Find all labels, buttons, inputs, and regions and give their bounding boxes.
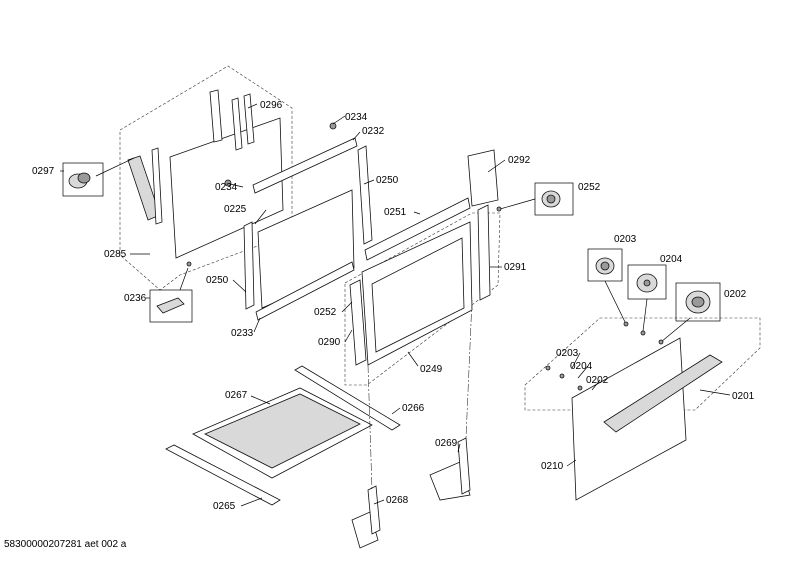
label-0285: 0285 — [104, 249, 127, 260]
glass-pane-0296 — [169, 117, 284, 259]
label-0234: 0234 — [345, 112, 368, 123]
label-0202: 0202 — [724, 289, 747, 300]
label-0232: 0232 — [362, 126, 385, 137]
door-inner-frame — [224, 122, 373, 321]
label-0225: 0225 — [224, 204, 247, 215]
label-0290: 0290 — [318, 337, 341, 348]
label-0269: 0269 — [435, 438, 458, 449]
knob-0202 — [685, 290, 711, 314]
clip-0297 — [68, 172, 91, 189]
label-0266: 0266 — [402, 403, 425, 414]
part-box-0297 — [62, 162, 104, 197]
label-0252: 0252 — [578, 182, 601, 193]
knob-0204 — [636, 273, 658, 293]
label-0236: 0236 — [124, 293, 147, 304]
label-0297: 0297 — [32, 166, 55, 177]
label-0203: 0203 — [614, 234, 637, 245]
louvre-strips — [127, 89, 255, 225]
label-0291: 0291 — [504, 262, 527, 273]
door-frame-outline — [344, 212, 501, 386]
label-0234: 0234 — [215, 182, 238, 193]
leader-lines — [60, 103, 731, 507]
door-outer-frame — [349, 149, 499, 366]
label-0203: 0203 — [556, 348, 579, 359]
knob-0203 — [595, 257, 615, 275]
label-0201: 0201 — [732, 391, 755, 402]
label-0296: 0296 — [260, 100, 283, 111]
label-0292: 0292 — [508, 155, 531, 166]
label-0252: 0252 — [314, 307, 337, 318]
glass-group-outline — [119, 65, 293, 291]
label-0210: 0210 — [541, 461, 564, 472]
label-0204: 0204 — [660, 254, 683, 265]
label-0267: 0267 — [225, 390, 248, 401]
part-box-0236 — [149, 289, 193, 323]
label-0250: 0250 — [206, 275, 229, 286]
label-0202: 0202 — [586, 375, 609, 386]
label-0233: 0233 — [231, 328, 254, 339]
label-0249: 0249 — [420, 364, 443, 375]
label-0204: 0204 — [570, 361, 593, 372]
block-0236 — [156, 297, 185, 314]
door-front-panel — [571, 337, 723, 501]
drawer-tray — [165, 365, 471, 549]
document-code: 58300000207281 aet 002 a — [4, 539, 127, 550]
part-box-0202 — [675, 282, 721, 322]
label-0265: 0265 — [213, 501, 236, 512]
hinge-knob-0252 — [541, 190, 561, 208]
door-front-outline — [524, 317, 761, 411]
label-0268: 0268 — [386, 495, 409, 506]
label-0251: 0251 — [384, 207, 407, 218]
label-0250: 0250 — [376, 175, 399, 186]
